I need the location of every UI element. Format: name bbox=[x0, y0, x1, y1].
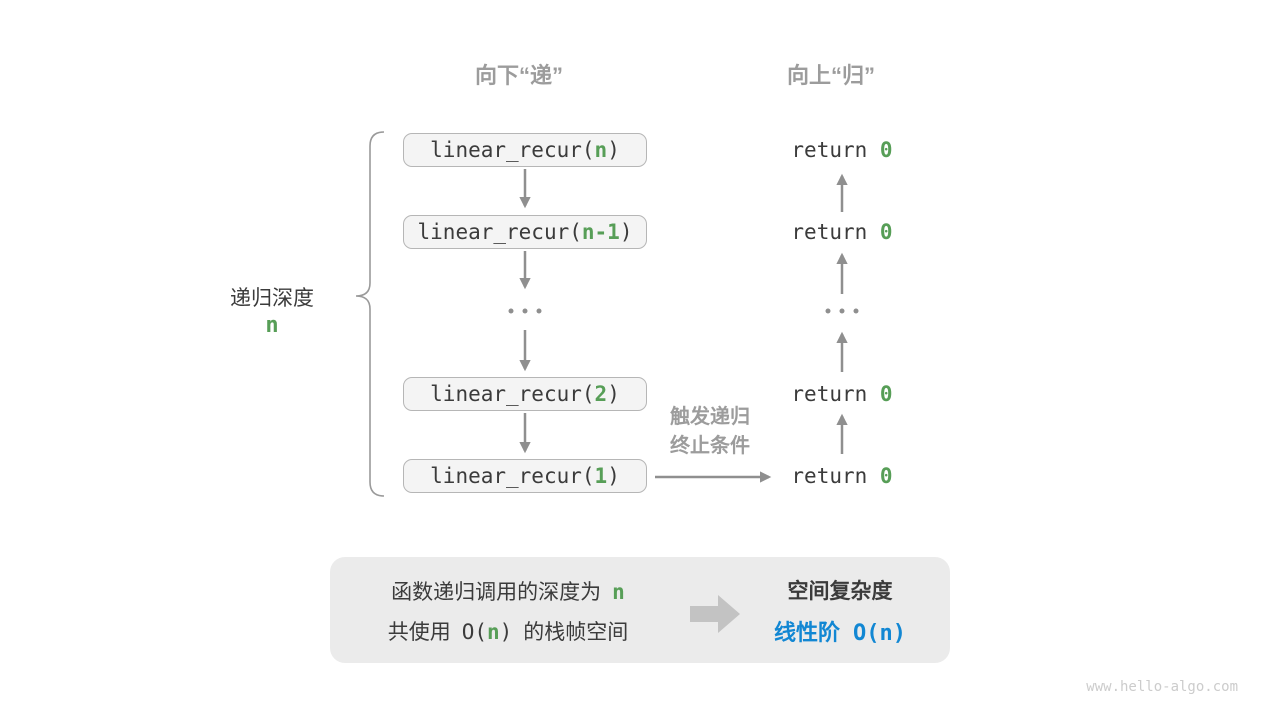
return-statement: return 0 bbox=[791, 464, 892, 488]
code-arg: n bbox=[594, 138, 608, 162]
return-value: 0 bbox=[879, 220, 893, 244]
code-text: ) bbox=[607, 138, 620, 162]
ellipsis-right-icon bbox=[825, 308, 859, 314]
code-text: linear_recur( bbox=[430, 464, 595, 488]
result-complexity-close: ) bbox=[892, 621, 907, 646]
return-value: 0 bbox=[879, 138, 893, 162]
watermark: www.hello-algo.com bbox=[1086, 679, 1238, 695]
call-stack-box-n: linear_recur(n) bbox=[403, 133, 647, 167]
summary-space-suffix: 的栈帧空间 bbox=[523, 621, 629, 644]
summary-space-value: n bbox=[486, 620, 500, 644]
code-text: linear_recur( bbox=[417, 220, 582, 244]
call-stack-box-1: linear_recur(1) bbox=[403, 459, 647, 493]
column-header-descend: 向下“递” bbox=[474, 63, 564, 88]
return-keyword: return bbox=[791, 138, 880, 162]
summary-depth-text: 函数递归调用的深度为 bbox=[391, 581, 602, 604]
return-statement: return 0 bbox=[791, 220, 892, 244]
code-text: ) bbox=[619, 220, 633, 244]
depth-brace-icon bbox=[355, 131, 385, 497]
result-label: 线性阶 bbox=[773, 620, 841, 645]
code-text: linear_recur( bbox=[430, 138, 595, 162]
return-value: 0 bbox=[879, 464, 893, 488]
return-keyword: return bbox=[791, 220, 880, 244]
return-keyword: return bbox=[791, 382, 880, 406]
call-stack-box-n-1: linear_recur(n-1) bbox=[403, 215, 647, 249]
summary-space-label: 共使用 bbox=[387, 621, 451, 644]
ellipsis-left-icon bbox=[508, 308, 542, 314]
result-complexity-value: n bbox=[879, 621, 893, 646]
depth-value: n bbox=[265, 313, 279, 338]
implies-arrow-icon bbox=[690, 595, 740, 633]
call-stack-box-2: linear_recur(2) bbox=[403, 377, 647, 411]
return-keyword: return bbox=[791, 464, 880, 488]
summary-depth-value: n bbox=[612, 580, 625, 604]
result-title: 空间复杂度 bbox=[787, 580, 893, 603]
summary-space-close: ) bbox=[499, 620, 513, 644]
summary-depth-line: 函数递归调用的深度为 n bbox=[391, 576, 625, 606]
column-header-ascend: 向上“归” bbox=[786, 63, 876, 88]
return-value: 0 bbox=[879, 382, 893, 406]
return-statement: return 0 bbox=[791, 138, 892, 162]
code-text: linear_recur( bbox=[430, 382, 595, 406]
code-arg: n-1 bbox=[581, 220, 620, 244]
result-complexity-open: O( bbox=[853, 621, 880, 646]
result-value-line: 线性阶 O(n) bbox=[774, 615, 906, 647]
summary-space-line: 共使用 O(n) 的栈帧空间 bbox=[388, 616, 629, 646]
terminate-condition-label: 触发递归 终止条件 bbox=[670, 403, 750, 461]
code-arg: 1 bbox=[594, 464, 608, 488]
code-arg: 2 bbox=[594, 382, 608, 406]
code-text: ) bbox=[607, 464, 620, 488]
depth-label: 递归深度 bbox=[230, 287, 314, 310]
return-statement: return 0 bbox=[791, 382, 892, 406]
terminate-condition-line1: 触发递归 bbox=[670, 406, 750, 428]
terminate-condition-line2: 终止条件 bbox=[670, 435, 750, 457]
code-text: ) bbox=[607, 382, 620, 406]
summary-space-open: O( bbox=[461, 620, 487, 644]
